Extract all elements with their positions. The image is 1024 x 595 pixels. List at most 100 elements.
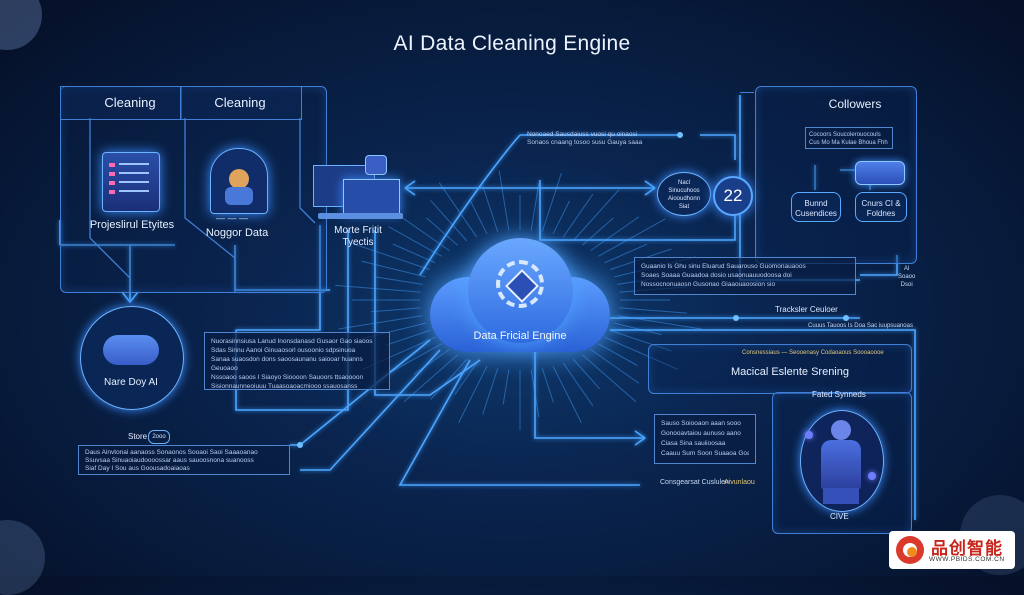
brand-logo[interactable]: 品创智能 WWW.PBIDS.COM.CN [889,531,1015,569]
engine-ray [562,193,594,238]
engine-ray [614,322,662,336]
bunnd-button[interactable]: Bunnd Cusendices [791,192,841,222]
cleaning-header-right-label: Cleaning [214,95,266,110]
engine-ray [552,365,582,424]
engine-ray [609,329,672,352]
count-badge: 22 [713,176,753,216]
store-badge: 2ooo [148,430,170,444]
engine-ray [530,183,540,231]
store-label: Store [128,432,148,441]
bottom-mid-text-box: Sauso Soiooaon aaan sooo Gonooavtaiou au… [654,414,756,464]
item-noggor-label: Noggor Data [205,227,269,239]
bottom-mid-line: Ciasa Sina sauiioosaa [661,440,726,447]
engine-ray [438,182,478,238]
funnel-shapes [89,118,316,293]
bottom-mid-line: Gonooavtaiou aunuso aano [661,430,741,437]
engine-ray [552,200,570,235]
brand-logo-url: WWW.PBIDS.COM.CN [929,556,1005,563]
medical-top-text: Consnessiaus — Seooenasy Codaoaous Soooa… [742,350,884,356]
robot-arch-caption: — — — [216,213,249,223]
person-figure-icon [815,420,867,510]
fated-synneds-label: Fated Synneds [812,390,866,399]
mid-right-text-box: Guaanio Is Ghu sinu Eluarud Sauarouso Gu… [634,257,856,295]
collowers-text-line: Cocoors Soucolerouocouls [809,132,881,138]
bottom-left-line: Siaf Day I Sou aus Goousadoaiaoas [85,465,190,472]
engine-ray [604,336,678,370]
engine-ray [498,170,510,231]
engine-ray [572,358,601,390]
cleaning-header-left-label: Cleaning [104,95,156,110]
collowers-header-line [740,92,754,93]
orbit-dot [805,431,813,439]
mid-right-line: Soaes Soaaa Guaadoa dosio usaonuauuodoos… [641,272,792,279]
center-top-line: Sonaos cnaang tosoo susu Gauya saaa [527,139,643,146]
bottom-left-line: Ssuvsaa Sinuaoiaudoooossar aaus sauoosno… [85,457,254,464]
engine-ray [373,276,423,285]
mid-left-line: Sanaa suaosdon dons saoosaunanu saiooar … [211,356,363,363]
computer-icon [313,155,403,220]
engine-ray [430,200,468,242]
engine-ray [604,243,648,264]
nare-doy-ai-node [80,306,184,410]
mid-left-line: Nssoaoo saoos I Siaoyo Sioooon Sauoors t… [211,374,364,381]
robot-arch-icon [210,148,268,214]
cive-label: CIVE [830,512,849,521]
collowers-text-line: Cus Mo Ma Kulae Bhoua Fhh [809,140,888,146]
bottom-mid-line: Sauso Soiooaon aaan sooo [661,420,741,427]
item-projeslirul-label: Projeslirul Etyites [89,219,175,231]
hub-line: Nacl [677,180,690,186]
cleaning-header-left [60,86,182,120]
engine-ray [454,362,478,395]
engine-ray [572,189,620,242]
engine-ray [482,368,499,415]
engine-ray [361,260,426,278]
mid-right-line: Guaanio Is Ghu sinu Eluarud Sauarouso Gu… [641,263,806,270]
engine-ray [470,200,488,235]
center-top-line: Nonoaed Sausdaiuss vuosi qu oinaosi [527,131,638,138]
engine-ray [430,358,468,400]
tracker-label: Tracksler Ceuloer [775,305,838,314]
data-engine-cloud [430,232,610,352]
collowers-text: Cocoors Soucolerouocouls Cus Mo Ma Kulae… [805,127,893,149]
medical-panel [648,344,912,394]
brand-logo-text: 品创智能 [931,539,1003,558]
bottom-left-line: Daus Ainvtonai aanaoss Sonaonos Sooaoi S… [85,449,258,456]
engine-ray [388,343,443,374]
mid-left-line: Sisionnaunneoiuuu Tuaasoaoacmiooo ssauos… [211,383,358,390]
data-engine-label: Data Fricial Engine [473,330,567,342]
bottom-caption-left: Consgearsat Cuslulen [660,479,729,486]
bottom-mid-line: Caauu Sum Soon Suaaoa Goa [661,450,749,457]
engine-ray [388,226,443,257]
item-morte-label: Morte Fritit Tyectis [334,225,382,248]
tracker-sub: Cuuus Tauoos Is Doa Sac iuupsuanoas [808,323,913,329]
page-title: AI Data Cleaning Engine [393,32,631,55]
mid-right-line: Nossocnonuaosn Gusonao Giaaouaoosion sio [641,281,776,288]
hub-line: Sinucuhoos [668,188,700,194]
hub-line: Siat [678,204,690,210]
engine-ray [502,369,510,405]
orbit-dot [868,472,876,480]
mid-left-line: Geuoaoo [211,365,238,372]
engine-ray [597,343,638,366]
engine-ray [352,243,431,271]
bottom-caption-right: Aivunlaou [724,479,755,486]
engine-ray [541,172,562,232]
engine-ray [403,354,458,403]
engine-ray [597,218,666,257]
engine-ray [590,349,640,384]
nare-doy-ai-label: Nare Doy AI [104,377,158,388]
engine-ray [590,216,640,251]
cloud-network-icon [103,335,159,365]
monitor-icon [855,161,905,185]
ai-mini-label: AI Soaoo Dsoi [898,266,916,288]
document-list-icon [102,152,160,212]
mid-left-text-box: Nuorasinnsiusa Lanud Inonsdanasd Gusaor … [204,332,390,390]
cnurs-button[interactable]: Cnurs CI & Foldnes [855,192,907,222]
hub-node: Nacl Sinucuhoos Aiooudhonn Siat [657,172,711,216]
engine-ray [541,368,554,403]
mid-left-line: Sdas Sinnu Aanoi Ginuaosorl ousoonio sdp… [211,347,356,354]
engine-ray [582,354,637,403]
hub-line: Aiooudhonn [667,196,701,202]
medical-title: Macical Eslente Srening [730,366,849,378]
engine-ray [338,315,423,330]
